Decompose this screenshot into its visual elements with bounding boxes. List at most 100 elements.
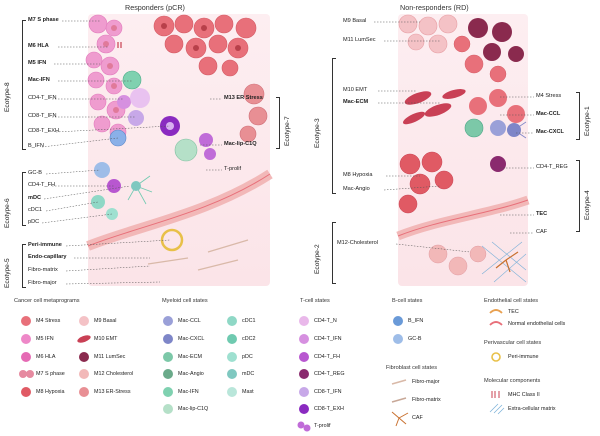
responder-tissue-illustration (85, 14, 273, 286)
ecotype-7-bracket (276, 97, 280, 149)
legend-item: CD4-T_IFN (314, 336, 342, 342)
legend-swatch-m11-lumsec (79, 352, 89, 362)
legend-item: Mast (242, 389, 254, 395)
label-m11-lumsec: M11 LumSec (343, 37, 376, 43)
legend-item: MHC Class II (508, 392, 540, 398)
legend-swatch-m10-emt (77, 335, 91, 343)
label-m10-emt: M10 EMT (343, 87, 368, 93)
label-mac-angio: Mac-Angio (343, 186, 370, 192)
label-m7-s-phase: M7 S phase (28, 17, 59, 23)
label-b-ifn: B_IFN (28, 143, 44, 149)
legend-item: M8 Hypoxia (36, 389, 65, 395)
legend-item: M9 Basal (94, 318, 117, 324)
legend-item: TEC (508, 309, 519, 315)
legend-swatch-m6-hla (21, 352, 31, 362)
legend-swatch-m9-basal (79, 316, 89, 326)
legend-item: M13 ER-Stress (94, 389, 131, 395)
label-mac-ecm: Mac-ECM (343, 99, 369, 105)
left-panel-title: Responders (pCR) (125, 3, 185, 12)
label-m5-ifn: M5 IFN (28, 60, 47, 66)
ecotype-8-bracket (22, 20, 26, 150)
ecotype-5-bracket (22, 244, 26, 288)
legend-item: cDC2 (242, 336, 256, 342)
nonresponder-cells-svg (396, 14, 530, 283)
legend-item: CD8-T_IFN (314, 389, 342, 395)
ecotype-1-bracket (576, 92, 580, 140)
legend-item: M4 Stress (36, 318, 61, 324)
legend-fibro-title: Fibroblast cell states (386, 365, 437, 371)
legend-item: pDC (242, 354, 253, 360)
label-fibro-matrix: Fibro-matrix (28, 267, 58, 273)
label-tec: TEC (536, 211, 548, 217)
legend-mol-title: Molecular components (484, 378, 541, 384)
label-mac-cxcl: Mac-CXCL (536, 129, 564, 135)
legend-peri-title: Perivascular cell states (484, 340, 542, 346)
legend-item: CD4-T_REG (314, 371, 345, 377)
label-m13-er-stress: M13 ER Stress (224, 95, 263, 101)
label-t-prolif: T-prolif (224, 166, 242, 172)
legend-item: GC-B (408, 336, 422, 342)
legend-item: M10 EMT (94, 336, 118, 342)
legend-item: T-prolif (314, 423, 331, 429)
label-cd4-t-reg: CD4-T_REG (536, 164, 568, 170)
legend-item: Mac-CXCL (178, 336, 205, 342)
ecotype-3-bracket (332, 58, 336, 194)
label-cd8-t-exh: CD8-T_EXH (28, 128, 60, 134)
label-caf: CAF (536, 229, 548, 235)
legend-swatch-m7-s-phase (26, 370, 34, 378)
legend-item: Mac-lip-C1Q (178, 406, 209, 412)
right-panel-title: Non-responders (RD) (400, 3, 469, 12)
ecotype-6-bracket (22, 172, 26, 226)
legend-item: cDC1 (242, 318, 256, 324)
label-mac-lip-c1q: Mac-lip-C1Q (224, 141, 257, 147)
legend-item: M5 IFN (36, 336, 54, 342)
label-cd4-t-fh: CD4-T_FH (28, 182, 56, 188)
legend-item: Mac-IFN (178, 389, 199, 395)
legend-item: B_IFN (408, 318, 424, 324)
label-m4-stress: M4 Stress (536, 93, 562, 99)
label-mac-ifn: Mac-IFN (28, 77, 50, 83)
legend-swatch-m5-ifn (21, 334, 31, 344)
legend-item: M6 HLA (36, 354, 56, 360)
label-endo-capillary: Endo-capillary (28, 254, 67, 260)
legend-tcell-title: T-cell states (300, 298, 330, 304)
label-m9-basal: M9 Basal (343, 18, 367, 24)
ecotype-4-bracket (576, 160, 580, 232)
legend-bcell-title: B-cell states (392, 298, 423, 304)
legend-item: CAF (412, 415, 423, 421)
legend-item: CD4-T_FH (314, 354, 341, 360)
nonresponder-tissue-illustration (396, 14, 530, 286)
legend-item: M7 S phase (36, 371, 65, 377)
legend-item: Extra-cellular matrix (508, 406, 556, 412)
label-m6-hla: M6 HLA (28, 43, 49, 49)
legend-endo-title: Endothelial cell states (484, 298, 539, 304)
label-gc-b: GC-B (28, 170, 42, 176)
legend-item: CD8-T_EXH (314, 406, 344, 412)
label-mac-ccl: Mac-CCL (536, 111, 561, 117)
responder-cells-svg (85, 14, 273, 271)
legend-item: Fibro-major (412, 379, 440, 385)
legend-swatch-m13-er-stress (79, 387, 89, 397)
legend-item: Normal endothelial cells (508, 321, 566, 327)
legend-item: M12 Cholesterol (94, 371, 134, 377)
legend-item: Mac-Angio (178, 371, 204, 377)
label-m12-cholesterol: M12-Cholesterol (337, 240, 379, 246)
legend-myeloid-title: Myeloid cell states (162, 298, 208, 304)
label-peri-immune: Peri-immune (28, 242, 62, 248)
legend-swatch-m4-stress (21, 316, 31, 326)
label-mdc: mDC (28, 195, 42, 201)
legend-item: mDC (242, 371, 255, 377)
label-cdc1: cDC1 (28, 207, 42, 213)
legend-item: Mac-ECM (178, 354, 202, 360)
legend-swatch-m12-cholesterol (79, 369, 89, 379)
leader-lines (41, 20, 534, 285)
ecotype-2-bracket (332, 222, 336, 284)
label-cd8-t-ifn: CD8-T_IFN (28, 113, 57, 119)
legend-swatch-m8-hypoxia (21, 387, 31, 397)
legend-item: Mac-CCL (178, 318, 201, 324)
label-cd4-t-ifn: CD4-T_IFN (28, 95, 57, 101)
legend-item: M11 LumSec (94, 354, 126, 360)
legend-cancer-title: Cancer cell metaprograms (14, 298, 80, 304)
legend-item: Peri-immune (508, 354, 539, 360)
